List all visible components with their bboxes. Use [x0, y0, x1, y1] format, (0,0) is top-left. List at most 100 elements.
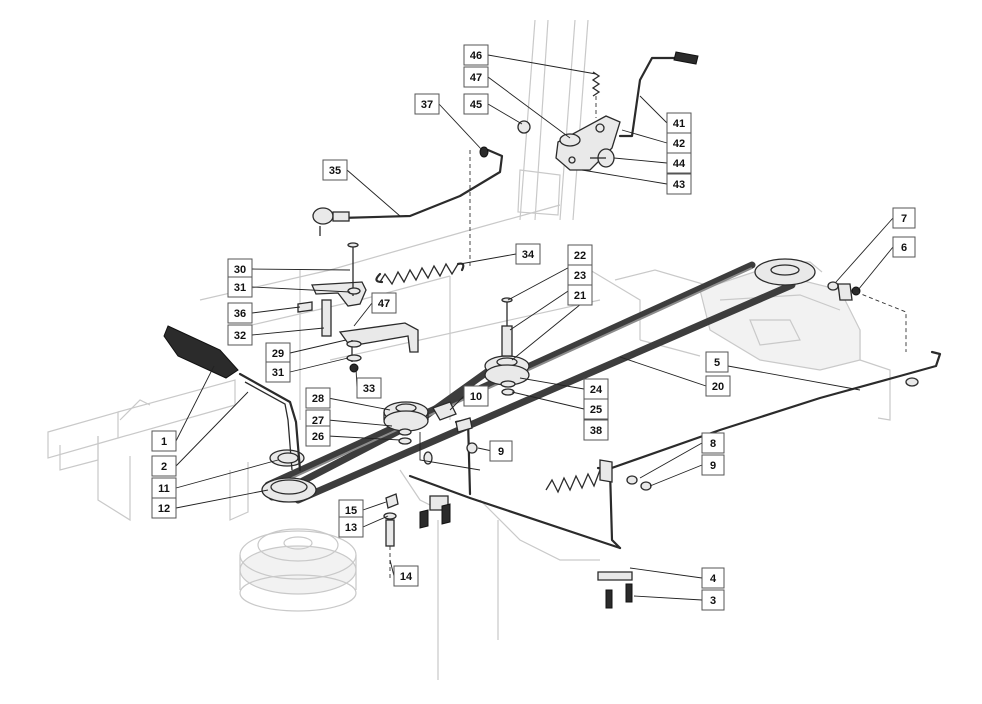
engine-pulley	[261, 477, 317, 503]
brake-spring	[545, 459, 652, 494]
callout-30-label: 30	[234, 264, 246, 276]
pedal-assembly	[163, 325, 302, 472]
callout-42-label: 42	[673, 138, 685, 150]
callout-9-label: 9	[498, 446, 504, 458]
callout-26: 26	[305, 425, 331, 447]
callout-13-label: 13	[345, 522, 357, 534]
callout-7-label: 7	[901, 213, 907, 225]
callout-14-label: 14	[400, 571, 413, 583]
callout-28: 28	[305, 387, 331, 409]
callout-38: 38	[583, 419, 609, 441]
callout-10-label: 10	[470, 391, 482, 403]
callout-23: 23	[567, 264, 593, 286]
callout-41: 41	[666, 112, 692, 134]
callout-34: 34	[515, 243, 541, 265]
chassis-frame-ghost	[47, 19, 891, 680]
callout-25: 25	[583, 398, 609, 420]
callout-4-label: 4	[710, 573, 717, 585]
callout-46-label: 46	[470, 50, 482, 62]
callout-47: 47	[463, 66, 489, 88]
callout-46: 46	[463, 44, 489, 66]
callout-15: 15	[338, 499, 364, 521]
callout-41-label: 41	[673, 118, 685, 130]
callout-31-label: 31	[272, 367, 284, 379]
callout-25-label: 25	[590, 404, 602, 416]
hand-lever-assembly	[517, 51, 699, 171]
callout-36: 36	[227, 302, 253, 324]
callout-9-label: 9	[710, 460, 716, 472]
callout-2: 2	[151, 455, 177, 477]
callout-44: 44	[666, 152, 692, 174]
callout-8-label: 8	[710, 438, 716, 450]
callout-10: 10	[463, 385, 489, 407]
callout-6-label: 6	[901, 242, 907, 254]
callout-12-label: 12	[158, 503, 170, 515]
callout-12: 12	[151, 497, 177, 519]
callout-42: 42	[666, 132, 692, 154]
callout-15-label: 15	[345, 505, 357, 517]
callout-27-label: 27	[312, 415, 324, 427]
callout-9: 9	[701, 454, 725, 476]
callout-14: 14	[393, 565, 419, 587]
callout-3: 3	[701, 589, 725, 611]
callout-30: 30	[227, 258, 253, 280]
callout-28-label: 28	[312, 393, 324, 405]
callout-45: 45	[463, 93, 489, 115]
fasteners	[383, 493, 633, 609]
tension-bracket	[297, 242, 419, 373]
callout-5-label: 5	[714, 357, 720, 369]
callout-1: 1	[151, 430, 177, 452]
callout-8: 8	[701, 432, 725, 454]
callout-33-label: 33	[363, 383, 375, 395]
callout-36-label: 36	[234, 308, 246, 320]
callout-22: 22	[567, 244, 593, 266]
callout-47-label: 47	[470, 72, 482, 84]
callout-35-label: 35	[329, 165, 341, 177]
callout-31: 31	[227, 276, 253, 298]
callout-29-label: 29	[272, 348, 284, 360]
callout-22-label: 22	[574, 250, 586, 262]
callout-47-label: 47	[378, 298, 390, 310]
callout-47: 47	[371, 292, 397, 314]
callout-9: 9	[489, 440, 513, 462]
callout-29: 29	[265, 342, 291, 364]
tension-spring	[375, 262, 465, 286]
callout-35: 35	[322, 159, 348, 181]
callout-43: 43	[666, 173, 692, 195]
callout-37-label: 37	[421, 99, 433, 111]
callout-31: 31	[265, 361, 291, 383]
callout-4: 4	[701, 567, 725, 589]
callout-1-label: 1	[161, 436, 167, 448]
leader-lines	[175, 54, 894, 601]
callout-32-label: 32	[234, 330, 246, 342]
callout-45-label: 45	[470, 99, 482, 111]
callout-20-label: 20	[712, 381, 724, 393]
idler-pulleys	[383, 297, 530, 445]
callout-6: 6	[892, 236, 916, 258]
callout-23-label: 23	[574, 270, 586, 282]
callout-38-label: 38	[590, 425, 602, 437]
callout-24-label: 24	[590, 384, 603, 396]
callout-33: 33	[356, 377, 382, 399]
callout-5: 5	[705, 351, 729, 373]
callout-43-label: 43	[673, 179, 685, 191]
callout-44-label: 44	[673, 158, 686, 170]
callout-7: 7	[892, 207, 916, 229]
callout-11-label: 11	[158, 483, 170, 495]
callout-31-label: 31	[234, 282, 246, 294]
callout-27: 27	[305, 409, 331, 431]
right-linkage	[604, 281, 942, 472]
callout-26-label: 26	[312, 431, 324, 443]
transmission-pulley	[754, 258, 816, 286]
callout-21-label: 21	[574, 290, 586, 302]
callout-32: 32	[227, 324, 253, 346]
callout-21: 21	[567, 284, 593, 306]
callout-3-label: 3	[710, 595, 716, 607]
callout-34-label: 34	[522, 249, 535, 261]
callout-2-label: 2	[161, 461, 167, 473]
callout-13: 13	[338, 516, 364, 538]
callout-24: 24	[583, 378, 609, 400]
control-rod	[312, 146, 504, 268]
callout-11: 11	[151, 477, 177, 499]
